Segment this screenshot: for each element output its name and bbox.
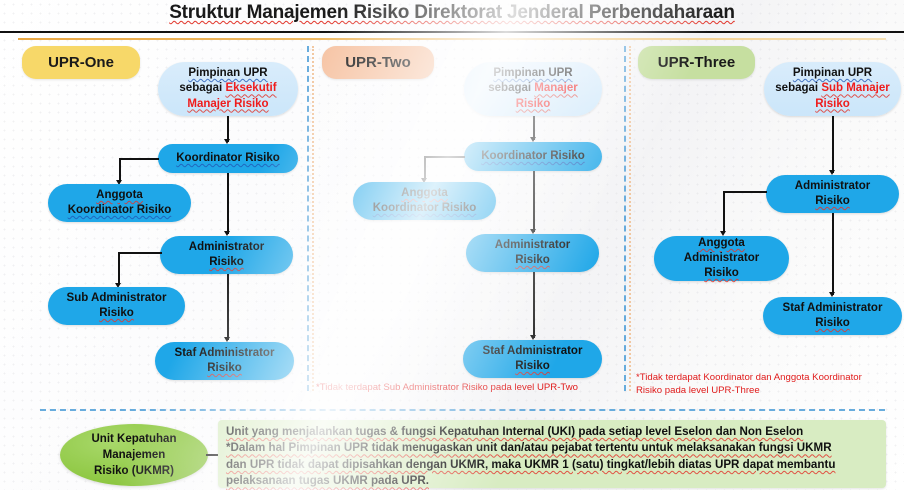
administrator-line2-c2: Risiko bbox=[515, 254, 550, 266]
anggota-admin-line3-c3: Risiko bbox=[704, 267, 739, 280]
anggota-koord-line2-c2: Koordinator Risiko bbox=[372, 202, 477, 214]
administrator-line1-c1: Administrator bbox=[188, 240, 265, 253]
administrator-line2-c1: Risiko bbox=[209, 256, 244, 268]
connector-c1-admin-subadmin-v bbox=[118, 252, 120, 285]
pimpinan-line2-accent-c2: Manajer bbox=[534, 82, 578, 95]
node-administrator-risiko-c1[interactable]: Administrator Risiko bbox=[160, 236, 293, 274]
badge-upr-two[interactable]: UPR-Two bbox=[322, 46, 434, 79]
node-koordinator-risiko-c2[interactable]: Koordinator Risiko bbox=[464, 142, 602, 171]
anggota-admin-line2-c3: Administrator bbox=[683, 251, 760, 264]
node-administrator-risiko-c3[interactable]: Administrator Risiko bbox=[766, 175, 899, 213]
ukmr-note-line4: pelaksanaan tugas UKMR pada UPR. bbox=[226, 474, 429, 488]
sub-admin-line1-c1: Sub Administrator bbox=[66, 291, 167, 304]
ukmr-note-line3: dan UPR tidak dapat dipisahkan dengan UK… bbox=[226, 457, 836, 471]
badge-upr-one[interactable]: UPR-One bbox=[22, 46, 140, 79]
badge-upr-three-label: UPR-Three bbox=[657, 54, 736, 71]
column-divider-2-dotted bbox=[629, 46, 631, 391]
administrator-line1-c3: Administrator bbox=[794, 179, 871, 192]
pimpinan-line2-accent-c1: Eksekutif bbox=[225, 82, 277, 95]
administrator-line1-c2: Administrator bbox=[494, 238, 571, 251]
koordinator-label-c2: Koordinator Risiko bbox=[481, 149, 585, 162]
pimpinan-line3-accent-c3: Risiko bbox=[815, 97, 850, 110]
footnote-upr-two-text: *Tidak terdapat Sub Administrator Risiko… bbox=[316, 382, 578, 393]
column-divider-1-dotted bbox=[312, 46, 314, 391]
node-koordinator-risiko-c1[interactable]: Koordinator Risiko bbox=[158, 144, 298, 173]
node-ukmr[interactable]: Unit Kepatuhan Manajemen Risiko (UKMR) bbox=[60, 424, 208, 486]
connector-c1-koordinator-anggota-h bbox=[119, 158, 159, 160]
node-pimpinan-upr-one[interactable]: Pimpinan UPR sebagai Eksekutif Manajer R… bbox=[158, 62, 298, 116]
ukmr-line2: Manajemen bbox=[102, 448, 166, 461]
staf-admin-line1-c3: Staf Administrator bbox=[782, 301, 883, 314]
pimpinan-line1-c3: Pimpinan UPR bbox=[792, 67, 873, 80]
pimpinan-line3-accent-c2: Risiko bbox=[515, 97, 551, 110]
connector-c1-admin-subadmin-h bbox=[118, 252, 162, 254]
staf-admin-line1-c1: Staf Administrator bbox=[174, 346, 275, 359]
pimpinan-line1-c1: Pimpinan UPR bbox=[188, 67, 268, 80]
bottom-section-divider bbox=[40, 409, 885, 411]
connector-c1-koordinator-anggota-v bbox=[119, 158, 121, 182]
badge-upr-two-label: UPR-Two bbox=[345, 54, 411, 71]
pimpinan-line2-prefix-c3: sebagai bbox=[775, 82, 822, 95]
connector-c1-admin-staf bbox=[227, 274, 229, 340]
node-staf-administrator-risiko-c2[interactable]: Staf Administrator Risiko bbox=[463, 340, 602, 378]
node-staf-administrator-risiko-c1[interactable]: Staf Administrator Risiko bbox=[155, 342, 294, 380]
column-divider-2 bbox=[624, 46, 626, 391]
staf-admin-line1-c2: Staf Administrator bbox=[482, 344, 583, 357]
anggota-koord-line1-c2: Anggota bbox=[401, 186, 448, 199]
ukmr-note-line2: *Dalam hal Pimpinan UPR tidak menugaskan… bbox=[226, 441, 832, 455]
pimpinan-line1-c2: Pimpinan UPR bbox=[493, 67, 573, 80]
pimpinan-line2-prefix-c2: sebagai bbox=[488, 82, 535, 95]
connector-c2-koordinator-anggota-h bbox=[424, 156, 465, 158]
node-anggota-koordinator-risiko-c2[interactable]: Anggota Koordinator Risiko bbox=[353, 182, 496, 220]
node-anggota-koordinator-risiko-c1[interactable]: Anggota Koordinator Risiko bbox=[48, 184, 191, 222]
title-bar: Struktur Manajemen Risiko Direktorat Jen… bbox=[0, 0, 904, 34]
footnote-upr-three: *Tidak terdapat Koordinator dan Anggota … bbox=[636, 372, 898, 398]
koordinator-label-c1: Koordinator Risiko bbox=[176, 151, 280, 164]
staf-admin-line2-c2: Risiko bbox=[515, 360, 550, 372]
connector-c3-leader-administrator bbox=[832, 116, 834, 173]
page-title: Struktur Manajemen Risiko Direktorat Jen… bbox=[169, 2, 735, 23]
gold-divider-rule bbox=[18, 38, 886, 40]
ukmr-note-box: Unit yang menjalankan tugas & fungsi Kep… bbox=[218, 420, 886, 488]
staf-admin-line2-c3: Risiko bbox=[815, 317, 850, 329]
connector-c3-admin-staf bbox=[832, 213, 834, 295]
connector-c3-admin-anggota-v bbox=[723, 191, 725, 233]
column-divider-1 bbox=[307, 46, 309, 391]
node-anggota-administrator-risiko-c3[interactable]: Anggota Administrator Risiko bbox=[654, 236, 789, 281]
connector-c1-koordinator-administrator bbox=[227, 173, 229, 234]
node-pimpinan-upr-three[interactable]: Pimpinan UPR sebagai Sub Manajer Risiko bbox=[764, 62, 901, 116]
ukmr-line3: Risiko (UKMR) bbox=[94, 465, 174, 478]
staf-admin-line2-c1: Risiko bbox=[207, 362, 242, 374]
badge-upr-three[interactable]: UPR-Three bbox=[638, 46, 755, 79]
administrator-line2-c3: Risiko bbox=[815, 195, 850, 207]
connector-c2-koordinator-anggota-v bbox=[424, 156, 426, 180]
title-underline-rule bbox=[0, 31, 904, 33]
anggota-admin-line1-c3: Anggota bbox=[698, 236, 745, 249]
footnote-upr-two: *Tidak terdapat Sub Administrator Risiko… bbox=[316, 382, 616, 395]
node-sub-administrator-risiko-c1[interactable]: Sub Administrator Risiko bbox=[48, 287, 185, 325]
footnote-upr-three-line1: *Tidak terdapat Koordinator dan Anggota … bbox=[636, 372, 862, 383]
pimpinan-line2-prefix-c1: sebagai bbox=[179, 82, 226, 95]
badge-upr-one-label: UPR-One bbox=[48, 54, 114, 71]
pimpinan-line3-accent-c1: Manajer Risiko bbox=[187, 97, 269, 110]
pimpinan-line2-accent-c3: Sub Manajer bbox=[821, 82, 890, 95]
connector-c2-koordinator-administrator bbox=[533, 171, 535, 232]
node-pimpinan-upr-two[interactable]: Pimpinan UPR sebagai Manajer Risiko bbox=[464, 62, 602, 116]
ukmr-line1: Unit Kepatuhan bbox=[91, 432, 177, 445]
node-administrator-risiko-c2[interactable]: Administrator Risiko bbox=[466, 234, 599, 272]
connector-c2-admin-staf bbox=[533, 272, 535, 338]
node-staf-administrator-risiko-c3[interactable]: Staf Administrator Risiko bbox=[763, 297, 902, 335]
anggota-koord-line2-c1: Koordinator Risiko bbox=[67, 204, 172, 216]
ukmr-note-line1: Unit yang menjalankan tugas & fungsi Kep… bbox=[226, 425, 804, 438]
connector-c3-admin-anggota-h bbox=[723, 191, 767, 193]
footnote-upr-three-line2: Risiko pada level UPR-Three bbox=[636, 384, 760, 396]
sub-admin-line2-c1: Risiko bbox=[99, 307, 134, 319]
anggota-koord-line1-c1: Anggota bbox=[96, 188, 143, 201]
